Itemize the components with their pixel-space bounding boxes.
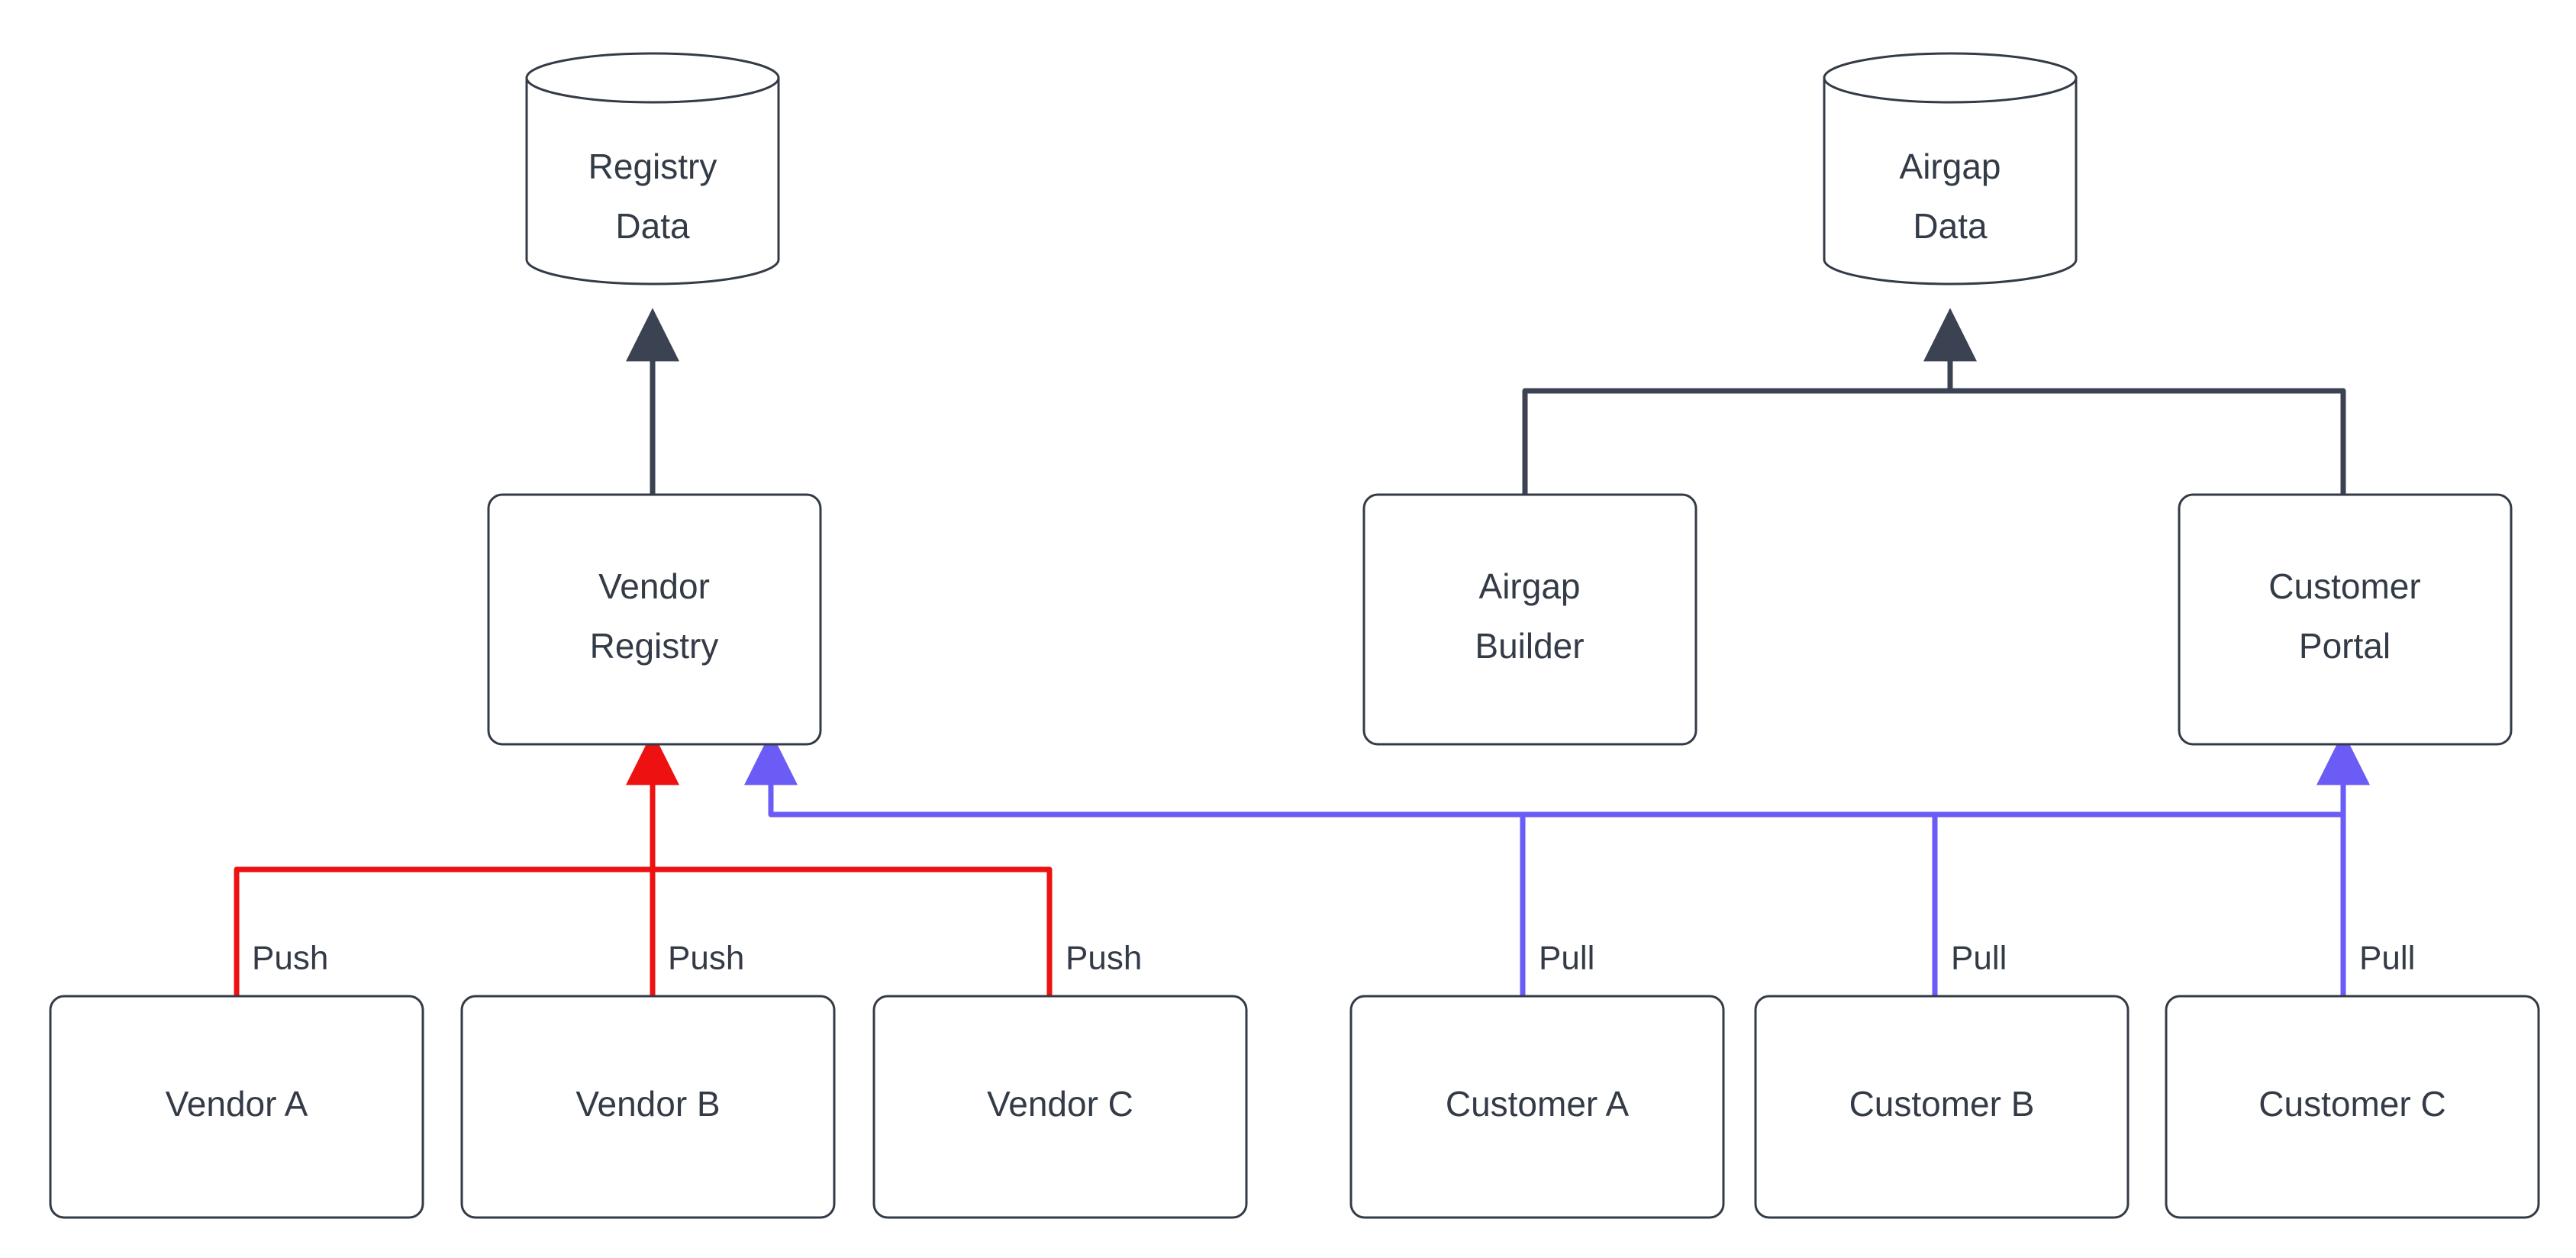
node-vendor-c[interactable]: Vendor C xyxy=(872,995,1248,1219)
vendor-registry-box xyxy=(487,493,822,746)
edge-label-push-vendor-b: Push xyxy=(668,940,744,977)
customer-c-box xyxy=(2165,995,2540,1219)
registry-data-cylinder-body xyxy=(525,76,780,285)
vendor-a-label: Vendor A xyxy=(166,1084,308,1124)
airgap-data-cylinder-body xyxy=(1823,76,2078,285)
edge-label-pull-customer-b: Pull xyxy=(1951,940,2007,977)
vendor-c-box xyxy=(872,995,1248,1219)
customer-a-box xyxy=(1349,995,1725,1219)
edge-customer-portal-to-airgap-data xyxy=(1950,388,2346,495)
node-vendor-b[interactable]: Vendor B xyxy=(460,995,836,1219)
airgap-builder-label-line2: Builder xyxy=(1475,626,1584,666)
node-customer-portal[interactable]: Customer Portal xyxy=(2178,493,2513,746)
customer-b-box xyxy=(1754,995,2129,1219)
customer-portal-label-line1: Customer xyxy=(2268,566,2420,606)
datastore-airgap-data[interactable]: Airgap Data xyxy=(1823,52,2078,285)
vendor-b-box xyxy=(460,995,836,1219)
registry-data-label-line2: Data xyxy=(615,206,690,246)
vendor-c-label: Vendor C xyxy=(987,1084,1133,1124)
vendor-a-box xyxy=(49,995,424,1219)
edge-airgap-builder-to-airgap-data xyxy=(1522,388,1950,495)
vendor-registry-label-line2: Registry xyxy=(590,626,719,666)
airgap-data-cylinder-top xyxy=(1823,52,2078,104)
edge-pull-bus-to-vendor-registry xyxy=(744,731,2343,818)
airgap-data-label-line1: Airgap xyxy=(1900,147,2001,186)
registry-data-label-line1: Registry xyxy=(588,147,717,186)
registry-data-cylinder-top xyxy=(525,52,780,104)
airgap-data-label-line2: Data xyxy=(1913,206,1988,246)
node-airgap-builder[interactable]: Airgap Builder xyxy=(1362,493,1697,746)
vendor-registry-label-line1: Vendor xyxy=(598,566,710,606)
edge-push-vendor-a xyxy=(234,866,653,996)
customer-a-label: Customer A xyxy=(1446,1084,1630,1124)
edge-label-pull-customer-a: Pull xyxy=(1539,940,1594,977)
edge-label-push-vendor-c: Push xyxy=(1066,940,1142,977)
airgap-builder-box xyxy=(1362,493,1697,746)
datastore-registry-data[interactable]: Registry Data xyxy=(525,52,780,285)
customer-c-label: Customer C xyxy=(2258,1084,2445,1124)
edge-push-vendor-c xyxy=(653,866,1053,996)
customer-portal-label-line2: Portal xyxy=(2299,626,2391,666)
node-vendor-registry[interactable]: Vendor Registry xyxy=(487,493,822,746)
customer-portal-box xyxy=(2178,493,2513,746)
node-vendor-a[interactable]: Vendor A xyxy=(49,995,424,1219)
customer-b-label: Customer B xyxy=(1849,1084,2035,1124)
vendor-b-label: Vendor B xyxy=(575,1084,720,1124)
node-customer-b[interactable]: Customer B xyxy=(1754,995,2129,1219)
airgap-builder-label-line1: Airgap xyxy=(1479,566,1581,606)
node-customer-c[interactable]: Customer C xyxy=(2165,995,2540,1219)
edge-label-push-vendor-a: Push xyxy=(252,940,328,977)
node-customer-a[interactable]: Customer A xyxy=(1349,995,1725,1219)
edge-label-pull-customer-c: Pull xyxy=(2359,940,2415,977)
